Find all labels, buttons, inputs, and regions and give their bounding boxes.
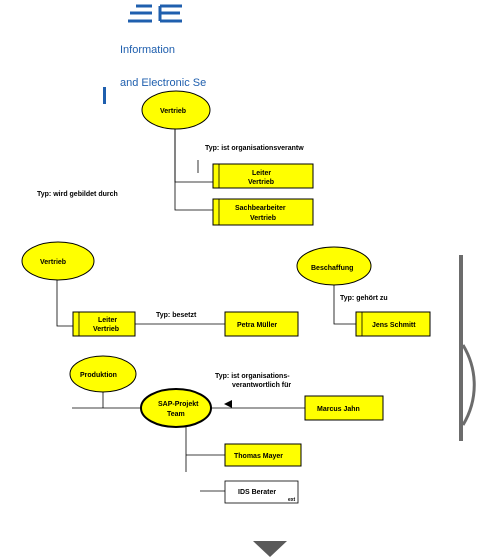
- ids-berater-label: IDS Berater: [238, 489, 276, 496]
- connector-beschaffung: [333, 284, 356, 325]
- logo-line-1: Information: [120, 44, 179, 56]
- team-label-2: Team: [167, 411, 185, 418]
- beschaffung-label: Beschaffung: [311, 265, 353, 272]
- arrowhead-team: [224, 400, 232, 408]
- vertrieb-label-1: Vertrieb: [160, 108, 186, 115]
- produktion-label: Produktion: [80, 372, 117, 379]
- box-jens-schmitt: [355, 311, 431, 337]
- vertrieb-label-2: Vertrieb: [40, 259, 66, 266]
- diagram-4: Produktion SAP-Projekt Team Typ: ist org…: [69, 355, 384, 504]
- vertrieb-sub-label-1: Vertrieb: [248, 179, 274, 186]
- box-thomas-mayer: [224, 443, 302, 467]
- typ-verantw-label-4a: Typ: ist organisations-: [215, 373, 290, 380]
- sachbearbeiter-label: Sachbearbeiter: [235, 205, 286, 212]
- marcus-jahn-label: Marcus Jahn: [317, 406, 360, 413]
- leiter-label-1: Leiter: [252, 170, 271, 177]
- typ-verantw-label-1: Typ: ist organisationsverantw: [205, 145, 304, 152]
- leiter-label-2: Leiter: [98, 317, 117, 324]
- down-arrow-icon: [253, 541, 287, 557]
- ext-label: ext: [288, 497, 296, 503]
- company-logo-icon: [128, 4, 182, 23]
- diagram-3: Beschaffung Typ: gehört zu Jens Schmitt: [296, 246, 431, 337]
- typ-besetzt-label: Typ: besetzt: [156, 312, 197, 319]
- box-ids-berater: [224, 480, 299, 504]
- connector-leiter: [174, 128, 213, 183]
- connector-vertrieb-leiter: [56, 280, 73, 327]
- function-beschaffung: [296, 246, 372, 286]
- petra-mueller-label: Petra Müller: [237, 322, 277, 329]
- side-bar: [459, 255, 463, 441]
- diagram-2: Vertrieb Leiter Vertrieb Typ: besetzt Pe…: [21, 241, 299, 337]
- diagram-1: Vertrieb Typ: ist organisationsverantw L…: [37, 90, 314, 226]
- decor-bar: [103, 87, 106, 104]
- connector-sachbearbeiter: [174, 128, 213, 211]
- typ-verantw-label-4b: verantwortlich für: [232, 382, 291, 389]
- box-leiter-vertrieb-2: [72, 311, 136, 337]
- function-vertrieb-1: [141, 90, 211, 130]
- function-produktion: [69, 355, 137, 393]
- vertrieb-sub-label-2: Vertrieb: [93, 326, 119, 333]
- box-leiter-vertrieb-1: [212, 163, 314, 189]
- typ-gehoert-label: Typ: gehört zu: [340, 295, 388, 302]
- box-sachbearbeiter: [212, 198, 314, 226]
- box-marcus-jahn: [304, 395, 384, 421]
- logo-line-2: and Electronic Se: [120, 77, 207, 89]
- thomas-mayer-label: Thomas Mayer: [234, 453, 283, 460]
- typ-gebildet-label: Typ: wird gebildet durch: [37, 191, 118, 198]
- logo-text: Information and Electronic Se: [120, 23, 206, 111]
- function-vertrieb-2: [21, 241, 95, 281]
- team-sap-projekt: [140, 388, 212, 428]
- team-label-1: SAP-Projekt: [158, 401, 199, 408]
- sachbearbeiter-sub-label: Vertrieb: [250, 215, 276, 222]
- box-petra-mueller: [224, 311, 299, 337]
- jens-schmitt-label: Jens Schmitt: [372, 322, 416, 329]
